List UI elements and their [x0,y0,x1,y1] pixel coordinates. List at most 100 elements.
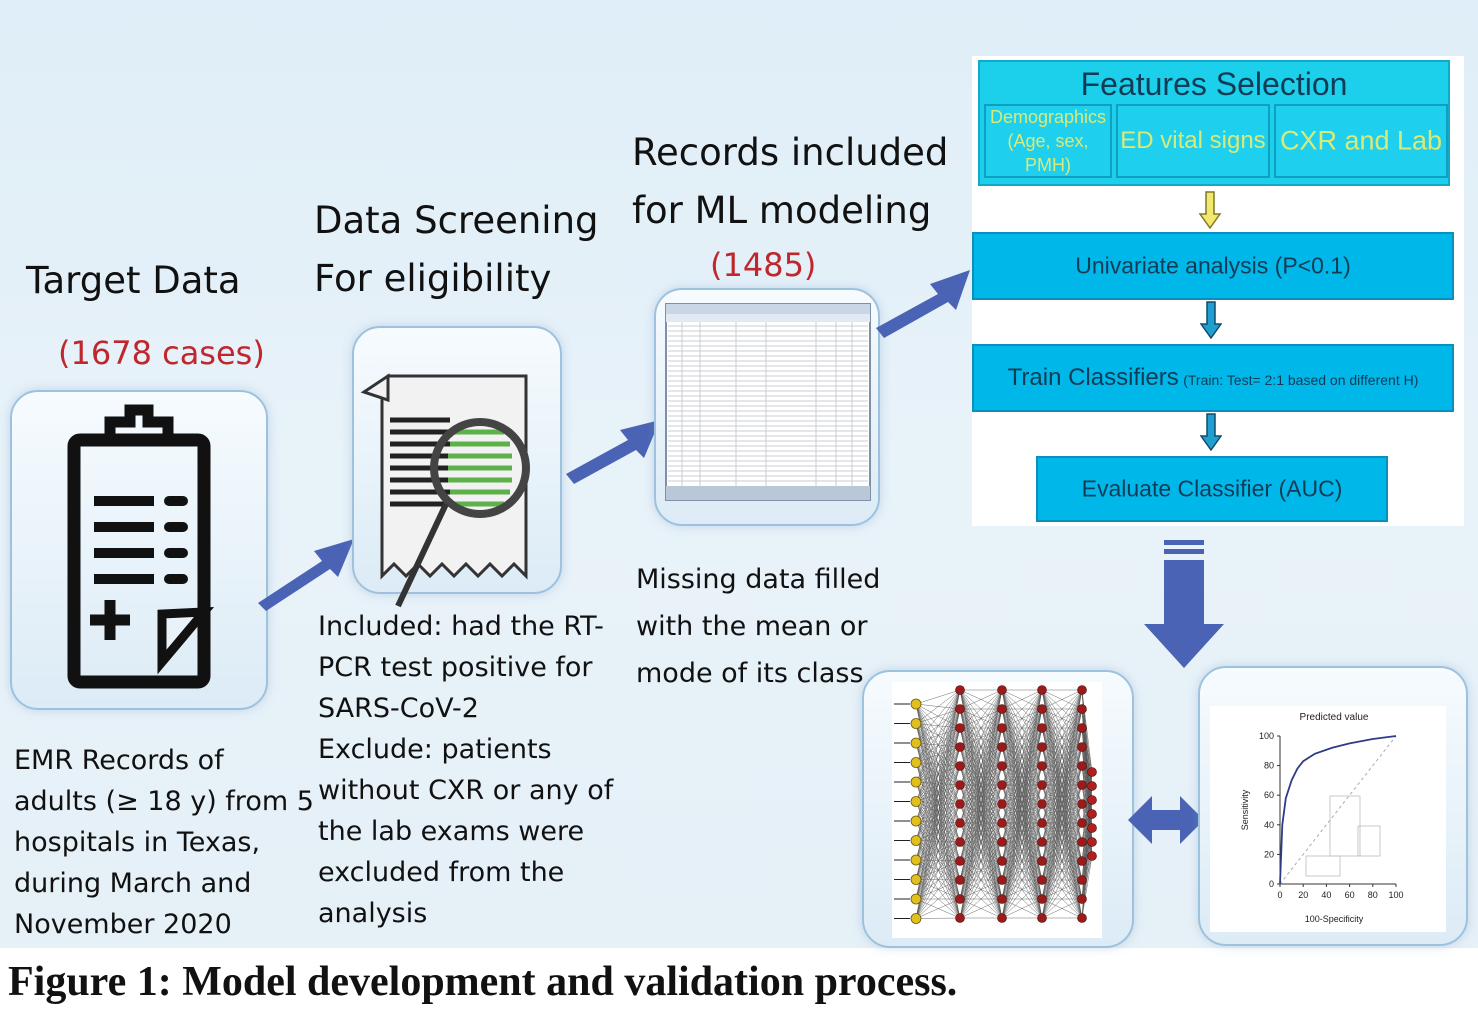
document-magnifier-icon [360,373,530,608]
feature-label: ED vital signs [1120,127,1266,154]
univariate-analysis-box: Univariate analysis (P<0.1) [972,232,1454,300]
nn-edge [959,860,1003,919]
nn-hidden-node [955,799,965,809]
nn-edge [959,898,1003,919]
nn-edge [1001,689,1043,786]
nn-edge [915,689,961,919]
nn-hidden-node [1077,837,1087,847]
train-main-label: Train Classifiers [1007,364,1179,391]
train-classifiers-box: Train Classifiers (Train: Test= 2:1 base… [972,344,1454,412]
nn-edge [1041,689,1083,881]
figure-caption: Figure 1: Model development and validati… [8,959,958,1005]
nn-hidden-node [997,894,1007,904]
nn-edge [1001,689,1043,748]
nn-output-node [1087,851,1097,861]
stage3-title-line: Records included [632,131,949,174]
nn-input-node [910,913,922,924]
records-card [654,288,880,526]
roc-x-tick-label: 80 [1368,890,1378,900]
nn-hidden-node [955,875,965,885]
feature-label-line: Demographics [989,107,1107,127]
nn-hidden-node [1037,913,1047,923]
nn-edge [1041,860,1083,919]
roc-x-axis-label: 100-Specificity [1305,914,1364,924]
nn-edge [1001,689,1043,862]
nn-edge [959,689,1003,805]
feature-label: Demographics (Age, sex, PMH) [986,105,1110,177]
nn-edge [915,746,961,919]
nn-input-node [910,835,922,846]
nn-edge [915,917,961,919]
nn-output-node [1087,809,1097,819]
nn-hidden-node [955,723,965,733]
nn-hidden-node [997,780,1007,790]
stage2-desc-line: the lab exams were [318,816,585,847]
nn-edge [1081,708,1093,773]
nn-edge [959,689,1003,824]
nn-edge [1001,879,1043,919]
nn-hidden-node [1037,704,1047,714]
roc-y-tick-label: 40 [1264,820,1274,830]
nn-hidden-node [997,818,1007,828]
roc-background-box [1305,855,1341,877]
stage2-description: Included: had the RT- PCR test positive … [318,606,613,934]
nn-edge [915,689,961,841]
nn-hidden-node [955,704,965,714]
nn-edge [959,689,1003,710]
nn-hidden-node [1077,894,1087,904]
nn-input-node [910,698,922,710]
feature-box-demographics: Demographics (Age, sex, PMH) [984,104,1112,178]
nn-edge [1041,689,1083,824]
nn-edge [1041,689,1083,748]
stage2-desc-line: without CXR or any of [318,775,614,806]
nn-hidden-node [997,875,1007,885]
nn-edge [1041,727,1083,919]
roc-x-tick-label: 0 [1277,890,1282,900]
stage2-title: Data Screening For eligibility [314,192,599,308]
nn-edge [1041,746,1083,919]
nn-edge [1001,689,1043,767]
nn-edge [915,689,961,783]
nn-hidden-node [1077,818,1087,828]
feature-box-cxr-lab: CXR and Lab [1274,104,1448,178]
stage3-title: Records included for ML modeling [632,124,948,240]
data-screening-card [352,326,562,608]
roc-y-tick-label: 80 [1264,761,1274,771]
nn-hidden-node [1077,761,1087,771]
nn-edge [1001,689,1043,824]
nn-edge [959,689,1003,900]
stage1-desc-line: during March and [14,868,252,899]
nn-hidden-node [955,818,965,828]
nn-edge [915,879,961,919]
nn-hidden-node [955,685,965,695]
feature-label-line: (Age, sex, PMH) [1007,131,1089,175]
flow-arrow-1 [258,539,354,611]
stage2-desc-line: Exclude: patients [318,734,552,765]
nn-hidden-node [1077,723,1087,733]
nn-hidden-node [997,742,1007,752]
nn-edge [1001,860,1043,919]
stage3-description: Missing data filled with the mean or mod… [636,556,880,697]
nn-hidden-node [997,685,1007,695]
stage1-desc-line: EMR Records of [14,745,224,776]
nn-edge [1041,898,1083,919]
nn-hidden-node [1037,837,1047,847]
nn-edge [915,689,961,802]
double-arrow [1128,796,1204,844]
down-arrow-2 [1200,413,1222,452]
nn-edge [915,765,961,919]
stage2-desc-line: Included: had the RT- [318,611,604,642]
nn-hidden-node [1077,685,1087,695]
nn-edge [1041,784,1083,919]
nn-input-node [910,874,922,885]
stage1-count: (1678 cases) [58,334,265,372]
stage1-desc-line: adults (≥ 18 y) from 5 [14,786,314,817]
train-label: Train Classifiers (Train: Test= 2:1 base… [974,364,1452,392]
nn-edge [1041,765,1083,919]
nn-edge [1081,689,1093,773]
nn-hidden-node [997,913,1007,923]
nn-edge [915,689,961,861]
nn-edge [915,689,961,744]
nn-hidden-node [955,856,965,866]
nn-edge [1001,898,1043,919]
